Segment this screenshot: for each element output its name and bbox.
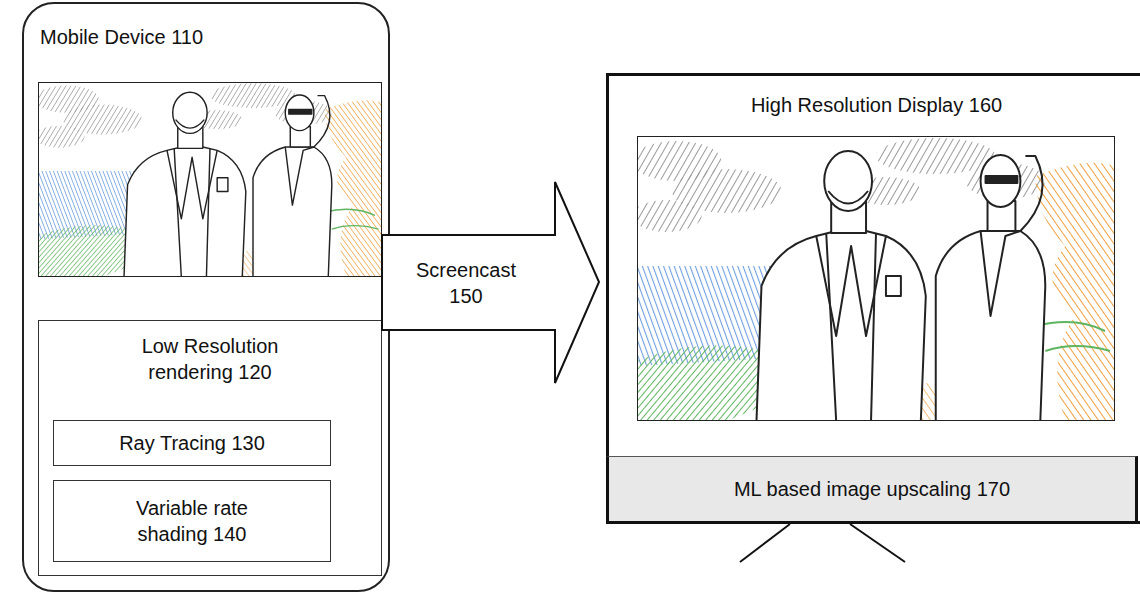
process-box: Ray Tracing 130 bbox=[53, 420, 331, 466]
arrow-outline bbox=[381, 180, 601, 385]
node-label: Variable rate shading 140 bbox=[102, 495, 282, 547]
screencast-arrow: Screencast 150 bbox=[381, 180, 601, 385]
display-monitor: High Resolution Display 160 ML based imag… bbox=[606, 73, 1140, 524]
mobile-scene bbox=[38, 82, 382, 277]
display-scene bbox=[637, 136, 1115, 421]
node-label: Low Resolution rendering 120 bbox=[115, 333, 305, 385]
process-box: Variable rate shading 140 bbox=[53, 480, 331, 562]
device-panel: Mobile Device 110Low Resolution renderin… bbox=[22, 2, 390, 592]
node-label: High Resolution Display 160 bbox=[609, 92, 1140, 118]
upscaling-band: ML based image upscaling 170 bbox=[606, 456, 1138, 524]
node-label: Mobile Device 110 bbox=[40, 24, 203, 50]
node-label: Screencast 150 bbox=[406, 257, 526, 309]
rendering-box: Low Resolution rendering 120Ray Tracing … bbox=[38, 320, 382, 576]
monitor-stand bbox=[700, 522, 940, 572]
node-label: ML based image upscaling 170 bbox=[734, 476, 1010, 502]
node-label: Ray Tracing 130 bbox=[119, 430, 265, 456]
